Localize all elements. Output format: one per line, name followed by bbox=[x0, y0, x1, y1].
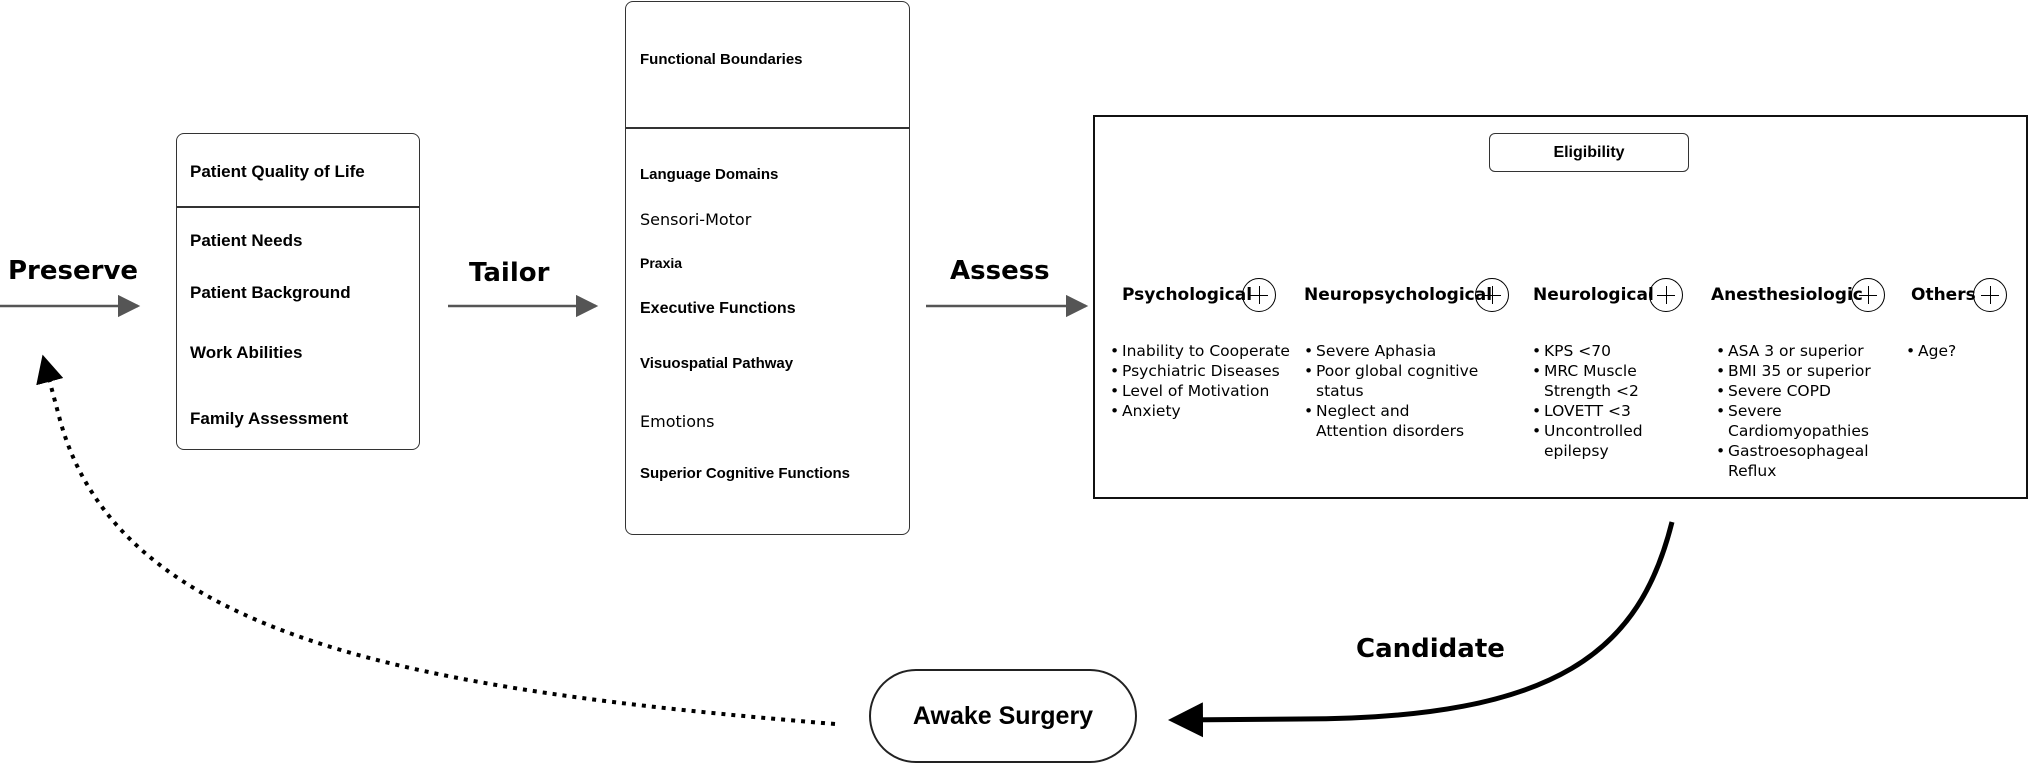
criteria-list-others: Age? bbox=[1906, 341, 1996, 361]
criterion: BMI 35 or superior bbox=[1716, 361, 1876, 381]
category-title-neurological: Neurological bbox=[1533, 285, 1654, 305]
criteria-list-anesthesiologic: ASA 3 or superior BMI 35 or superior Sev… bbox=[1716, 341, 1876, 481]
criterion: KPS <70 bbox=[1532, 341, 1657, 361]
functional-item: Praxia bbox=[640, 255, 683, 271]
patient-box-divider bbox=[177, 206, 419, 208]
category-title-neuropsychological: Neuropsychological bbox=[1304, 285, 1493, 305]
criterion: LOVETT <3 bbox=[1532, 401, 1657, 421]
label-preserve: Preserve bbox=[8, 256, 139, 286]
category-title-others: Others bbox=[1911, 285, 1976, 305]
awake-surgery-node: Awake Surgery bbox=[869, 669, 1137, 763]
plus-icon bbox=[1475, 278, 1509, 312]
patient-item: Work Abilities bbox=[190, 343, 303, 362]
criteria-list-psychological: Inability to Cooperate Psychiatric Disea… bbox=[1110, 341, 1300, 421]
plus-icon bbox=[1649, 278, 1683, 312]
category-title-anesthesiologic: Anesthesiologic bbox=[1711, 285, 1863, 305]
criterion: MRC Muscle Strength <2 bbox=[1532, 361, 1657, 401]
functional-box bbox=[625, 1, 910, 535]
functional-item: Sensori-Motor bbox=[640, 210, 752, 229]
patient-item: Patient Needs bbox=[190, 231, 303, 250]
functional-box-header: Functional Boundaries bbox=[640, 51, 803, 68]
criterion: Poor global cognitive status bbox=[1304, 361, 1479, 401]
label-candidate: Candidate bbox=[1356, 634, 1505, 664]
criterion: Inability to Cooperate bbox=[1110, 341, 1300, 361]
plus-icon bbox=[1242, 278, 1276, 312]
arrow-feedback-dotted bbox=[36, 354, 836, 726]
criterion: Level of Motivation bbox=[1110, 381, 1300, 401]
functional-item: Superior Cognitive Functions bbox=[640, 465, 851, 482]
criterion: Severe Aphasia bbox=[1304, 341, 1479, 361]
criterion: Psychiatric Diseases bbox=[1110, 361, 1300, 381]
criteria-list-neuropsychological: Severe Aphasia Poor global cognitive sta… bbox=[1304, 341, 1479, 441]
criterion: Severe COPD bbox=[1716, 381, 1876, 401]
criterion: Severe Cardiomyopathies bbox=[1716, 401, 1876, 441]
criteria-list-neurological: KPS <70 MRC Muscle Strength <2 LOVETT <3… bbox=[1532, 341, 1657, 461]
label-tailor: Tailor bbox=[469, 258, 550, 288]
criterion: Anxiety bbox=[1110, 401, 1300, 421]
patient-box-header: Patient Quality of Life bbox=[190, 162, 365, 181]
plus-icon bbox=[1973, 278, 2007, 312]
criterion: Age? bbox=[1906, 341, 1996, 361]
functional-item: Emotions bbox=[640, 412, 715, 431]
patient-item: Patient Background bbox=[190, 283, 351, 302]
awake-surgery-label: Awake Surgery bbox=[912, 701, 1094, 730]
functional-item: Visuospatial Pathway bbox=[640, 355, 794, 372]
eligibility-title: Eligibility bbox=[1553, 143, 1625, 161]
criterion: Uncontrolled epilepsy bbox=[1532, 421, 1657, 461]
functional-item: Executive Functions bbox=[640, 300, 796, 317]
criterion: ASA 3 or superior bbox=[1716, 341, 1876, 361]
functional-item: Language Domains bbox=[640, 166, 779, 183]
patient-box bbox=[176, 133, 420, 450]
arrow-candidate bbox=[1168, 521, 1675, 738]
category-title-psychological: Psychological bbox=[1122, 285, 1253, 305]
label-assess: Assess bbox=[950, 256, 1050, 286]
eligibility-title-box: Eligibility bbox=[1489, 133, 1689, 172]
criterion: Gastroesophageal Reflux bbox=[1716, 441, 1876, 481]
criterion: Neglect and Attention disorders bbox=[1304, 401, 1479, 441]
patient-item: Family Assessment bbox=[190, 409, 349, 428]
plus-icon bbox=[1851, 278, 1885, 312]
functional-box-divider bbox=[626, 127, 909, 129]
